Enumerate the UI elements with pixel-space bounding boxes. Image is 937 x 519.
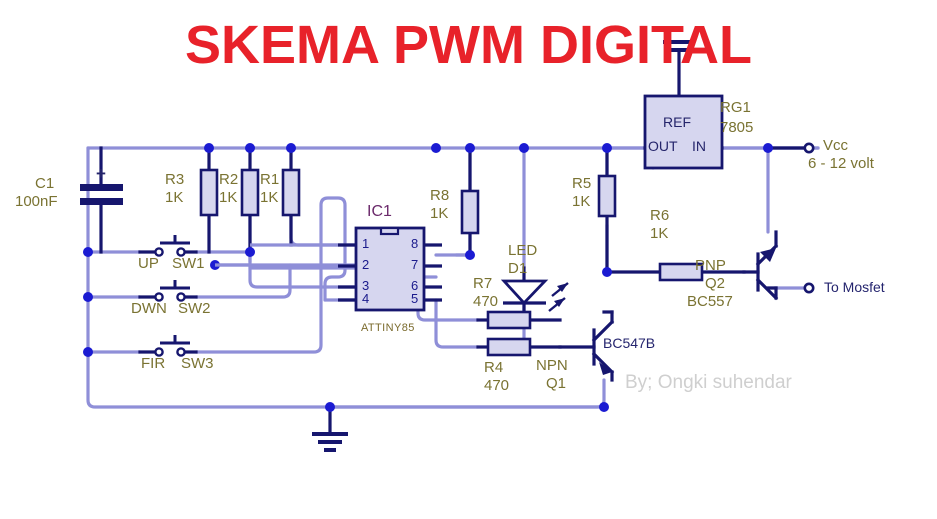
author-watermark: By; Ongki suhendar: [625, 372, 792, 393]
resistor-r8-body: [460, 189, 480, 235]
resistor-r1-value: 1K: [260, 189, 279, 206]
switch-sw3-name: FIR: [141, 355, 166, 372]
ic1-body: [338, 226, 442, 312]
led-d1-designator: D1: [508, 260, 528, 277]
led-d1-body: [500, 279, 569, 312]
resistor-r7-body: [486, 310, 532, 330]
resistor-r6-value: 1K: [650, 225, 669, 242]
transistor-q1-ref: Q1: [546, 375, 567, 392]
ic1-pin-1-label: 1: [362, 236, 370, 251]
ic1-pin-3-label: 3: [362, 278, 370, 293]
ic1-part-number: ATTINY85: [361, 322, 415, 334]
resistor-r7-ref: R7: [473, 275, 493, 292]
ic1-pin-8-label: 8: [411, 236, 419, 251]
junction-dots: [83, 143, 773, 412]
transistor-arrows: [599, 248, 776, 375]
capacitor-c1-polarity: +: [96, 164, 106, 183]
resistor-r4-ref: R4: [484, 359, 504, 376]
ic1-ref: IC1: [367, 203, 392, 220]
vcc-terminal-dot: [803, 142, 815, 154]
regulator-rg1-body: [643, 94, 724, 170]
led-d1-label: LED: [508, 242, 538, 259]
regulator-rg1-part: 7805: [720, 119, 754, 136]
ground-symbols: [312, 40, 695, 452]
transistor-q2-type: PNP: [695, 257, 726, 274]
vcc-terminal-spec: 6 - 12 volt: [808, 155, 874, 172]
resistor-r7-value: 470: [473, 293, 499, 310]
resistor-r3-body: [199, 168, 219, 217]
switch-sw2-name: DWN: [131, 300, 167, 317]
ic-left-net: [215, 243, 338, 267]
transistor-q1-part: BC547B: [603, 335, 656, 351]
ic1-pin-7-label: 7: [411, 257, 419, 272]
resistor-r5-ref: R5: [572, 175, 592, 192]
switch-symbols: [154, 235, 190, 357]
regulator-pin-in-label: IN: [692, 138, 706, 154]
resistor-r6-body: [658, 262, 704, 282]
resistor-r3-value: 1K: [165, 189, 184, 206]
terminal-points: [803, 142, 815, 294]
resistor-r4-body: [486, 337, 532, 357]
ic1-pin-6-label: 6: [411, 278, 419, 293]
resistor-r5-body: [597, 174, 617, 218]
resistor-r2-ref: R2: [219, 171, 239, 188]
transistor-q2-ref: Q2: [705, 275, 726, 292]
regulator-pin-out-label: OUT: [648, 138, 678, 154]
capacitor-c1-body: [80, 184, 123, 205]
resistor-r2-body: [240, 168, 260, 217]
transistor-q2-part: BC557: [687, 293, 733, 310]
transistor-q1-type: NPN: [536, 357, 568, 374]
capacitor-c1-ref: C1: [35, 175, 55, 192]
resistor-r6-ref: R6: [650, 207, 670, 224]
resistor-r8-value: 1K: [430, 205, 449, 222]
mosfet-terminal-label: To Mosfet: [824, 279, 885, 295]
ic1-pin-2-label: 2: [362, 257, 370, 272]
regulator-pin-ref-label: REF: [663, 114, 691, 130]
capacitor-c1-value: 100nF: [15, 193, 58, 210]
resistor-r1-ref: R1: [260, 171, 280, 188]
ic1-pin-4-label: 4: [362, 291, 370, 306]
regulator-rg1-ref: RG1: [720, 99, 751, 116]
resistor-r4-value: 470: [484, 377, 510, 394]
vcc-terminal-label: Vcc: [823, 137, 849, 154]
switch-sw3-ref: SW3: [181, 355, 214, 372]
resistor-r3-ref: R3: [165, 171, 185, 188]
resistor-bodies: [199, 168, 704, 357]
mosfet-terminal-dot: [803, 282, 815, 294]
resistor-r5-value: 1K: [572, 193, 591, 210]
switch-sw2-ref: SW2: [178, 300, 211, 317]
switch-sw1-name: UP: [138, 255, 159, 272]
switch-sw1-ref: SW1: [172, 255, 205, 272]
ic1-pin-5-label: 5: [411, 291, 419, 306]
resistor-r1-body: [281, 168, 301, 217]
resistor-r8-ref: R8: [430, 187, 450, 204]
resistor-r2-value: 1K: [219, 189, 238, 206]
